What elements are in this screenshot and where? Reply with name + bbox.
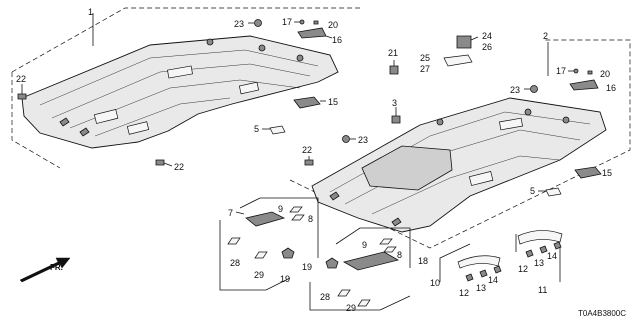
callout-16-right: 16 xyxy=(606,83,616,93)
callout-22-bottom: 22 xyxy=(174,162,184,172)
callout-23-right: 23 xyxy=(510,85,520,95)
callout-27: 27 xyxy=(420,64,430,74)
callout-22-right: 22 xyxy=(302,145,312,155)
headliner-1 xyxy=(21,35,339,149)
clip-21 xyxy=(389,60,399,75)
callout-8-right: 8 xyxy=(397,250,402,260)
callout-21: 21 xyxy=(388,48,398,58)
clip-23-right xyxy=(524,85,538,93)
lamp-15-right xyxy=(574,166,602,179)
callout-17-right: 17 xyxy=(556,66,566,76)
callout-20-right: 20 xyxy=(600,69,610,79)
callout-13-left: 13 xyxy=(476,283,486,293)
bracket-25-27 xyxy=(443,54,473,67)
callout-20-left: 20 xyxy=(328,20,338,30)
clip-22-left xyxy=(17,84,27,100)
handle-16-top xyxy=(297,27,333,39)
grab-handle-11-group xyxy=(515,230,563,282)
callout-5-right: 5 xyxy=(530,186,535,196)
callout-13-right: 13 xyxy=(534,258,544,268)
sunvisor-18 xyxy=(342,251,400,271)
callout-1: 1 xyxy=(88,7,93,17)
sunvisor-18-group xyxy=(309,227,411,311)
holder-19-right xyxy=(325,257,339,269)
callout-18: 18 xyxy=(418,256,428,266)
callout-11: 11 xyxy=(538,285,547,295)
screw-17-top xyxy=(294,19,305,25)
clip-23-mid xyxy=(342,135,356,143)
callout-9-left: 9 xyxy=(278,204,283,214)
grab-handle-11 xyxy=(517,230,563,245)
callout-19-right: 19 xyxy=(302,262,312,272)
holder-19-left xyxy=(281,247,295,259)
clip-23-top xyxy=(248,19,262,27)
pad-5-left xyxy=(262,125,286,135)
callout-26: 26 xyxy=(482,42,492,52)
sunvisor-7 xyxy=(245,211,286,227)
clip-20-right xyxy=(587,70,593,75)
front-direction-arrow xyxy=(19,257,71,283)
callout-29-left: 29 xyxy=(254,270,264,280)
callout-5-left: 5 xyxy=(254,124,259,134)
callout-22-left: 22 xyxy=(16,74,26,84)
callout-16-left: 16 xyxy=(332,35,342,45)
diagram-code: T0A4B3800C xyxy=(578,309,626,318)
callout-28-right: 28 xyxy=(320,292,330,302)
callout-29-right: 29 xyxy=(346,303,356,313)
clip-22-right xyxy=(304,156,314,166)
callout-14-right: 14 xyxy=(547,251,557,261)
callout-17-left: 17 xyxy=(282,17,292,27)
callout-3: 3 xyxy=(392,98,397,108)
pad-5-right xyxy=(538,187,562,197)
headliner-2 xyxy=(311,97,607,233)
callout-14-left: 14 xyxy=(488,275,498,285)
screw-17-right xyxy=(568,68,579,74)
callout-23-mid: 23 xyxy=(358,135,368,145)
callouts: 1 2 3 5 5 7 8 8 9 9 10 11 12 12 13 13 14… xyxy=(16,7,616,313)
callout-10: 10 xyxy=(430,278,440,288)
callout-25: 25 xyxy=(420,53,430,63)
headliner-1-boundary xyxy=(11,7,360,169)
callout-19-left: 19 xyxy=(280,274,290,284)
callout-28-left: 28 xyxy=(230,258,240,268)
callout-8-left: 8 xyxy=(308,214,313,224)
lamp-15-left xyxy=(293,96,326,109)
callout-9-right: 9 xyxy=(362,240,367,250)
callout-23-top: 23 xyxy=(234,19,244,29)
sunroof-opening xyxy=(361,145,453,191)
callout-24: 24 xyxy=(482,31,492,41)
callout-15-left: 15 xyxy=(328,97,338,107)
callout-2: 2 xyxy=(543,31,548,41)
sunvisor-7-group xyxy=(219,197,319,291)
front-direction-label: FR. xyxy=(50,263,63,272)
callout-15-right: 15 xyxy=(602,168,612,178)
callout-12-right: 12 xyxy=(518,264,528,274)
clip-20-top xyxy=(313,20,319,25)
grab-handle-10-group xyxy=(439,243,502,282)
clip-22-bottom xyxy=(155,159,173,167)
headliner-2-boundary xyxy=(289,39,631,249)
handle-16-right xyxy=(569,79,599,91)
grab-handle-10 xyxy=(457,255,501,269)
bracket-24-26 xyxy=(456,35,479,49)
clip-3 xyxy=(391,107,401,124)
callout-12-left: 12 xyxy=(459,288,469,298)
callout-7: 7 xyxy=(228,208,233,218)
